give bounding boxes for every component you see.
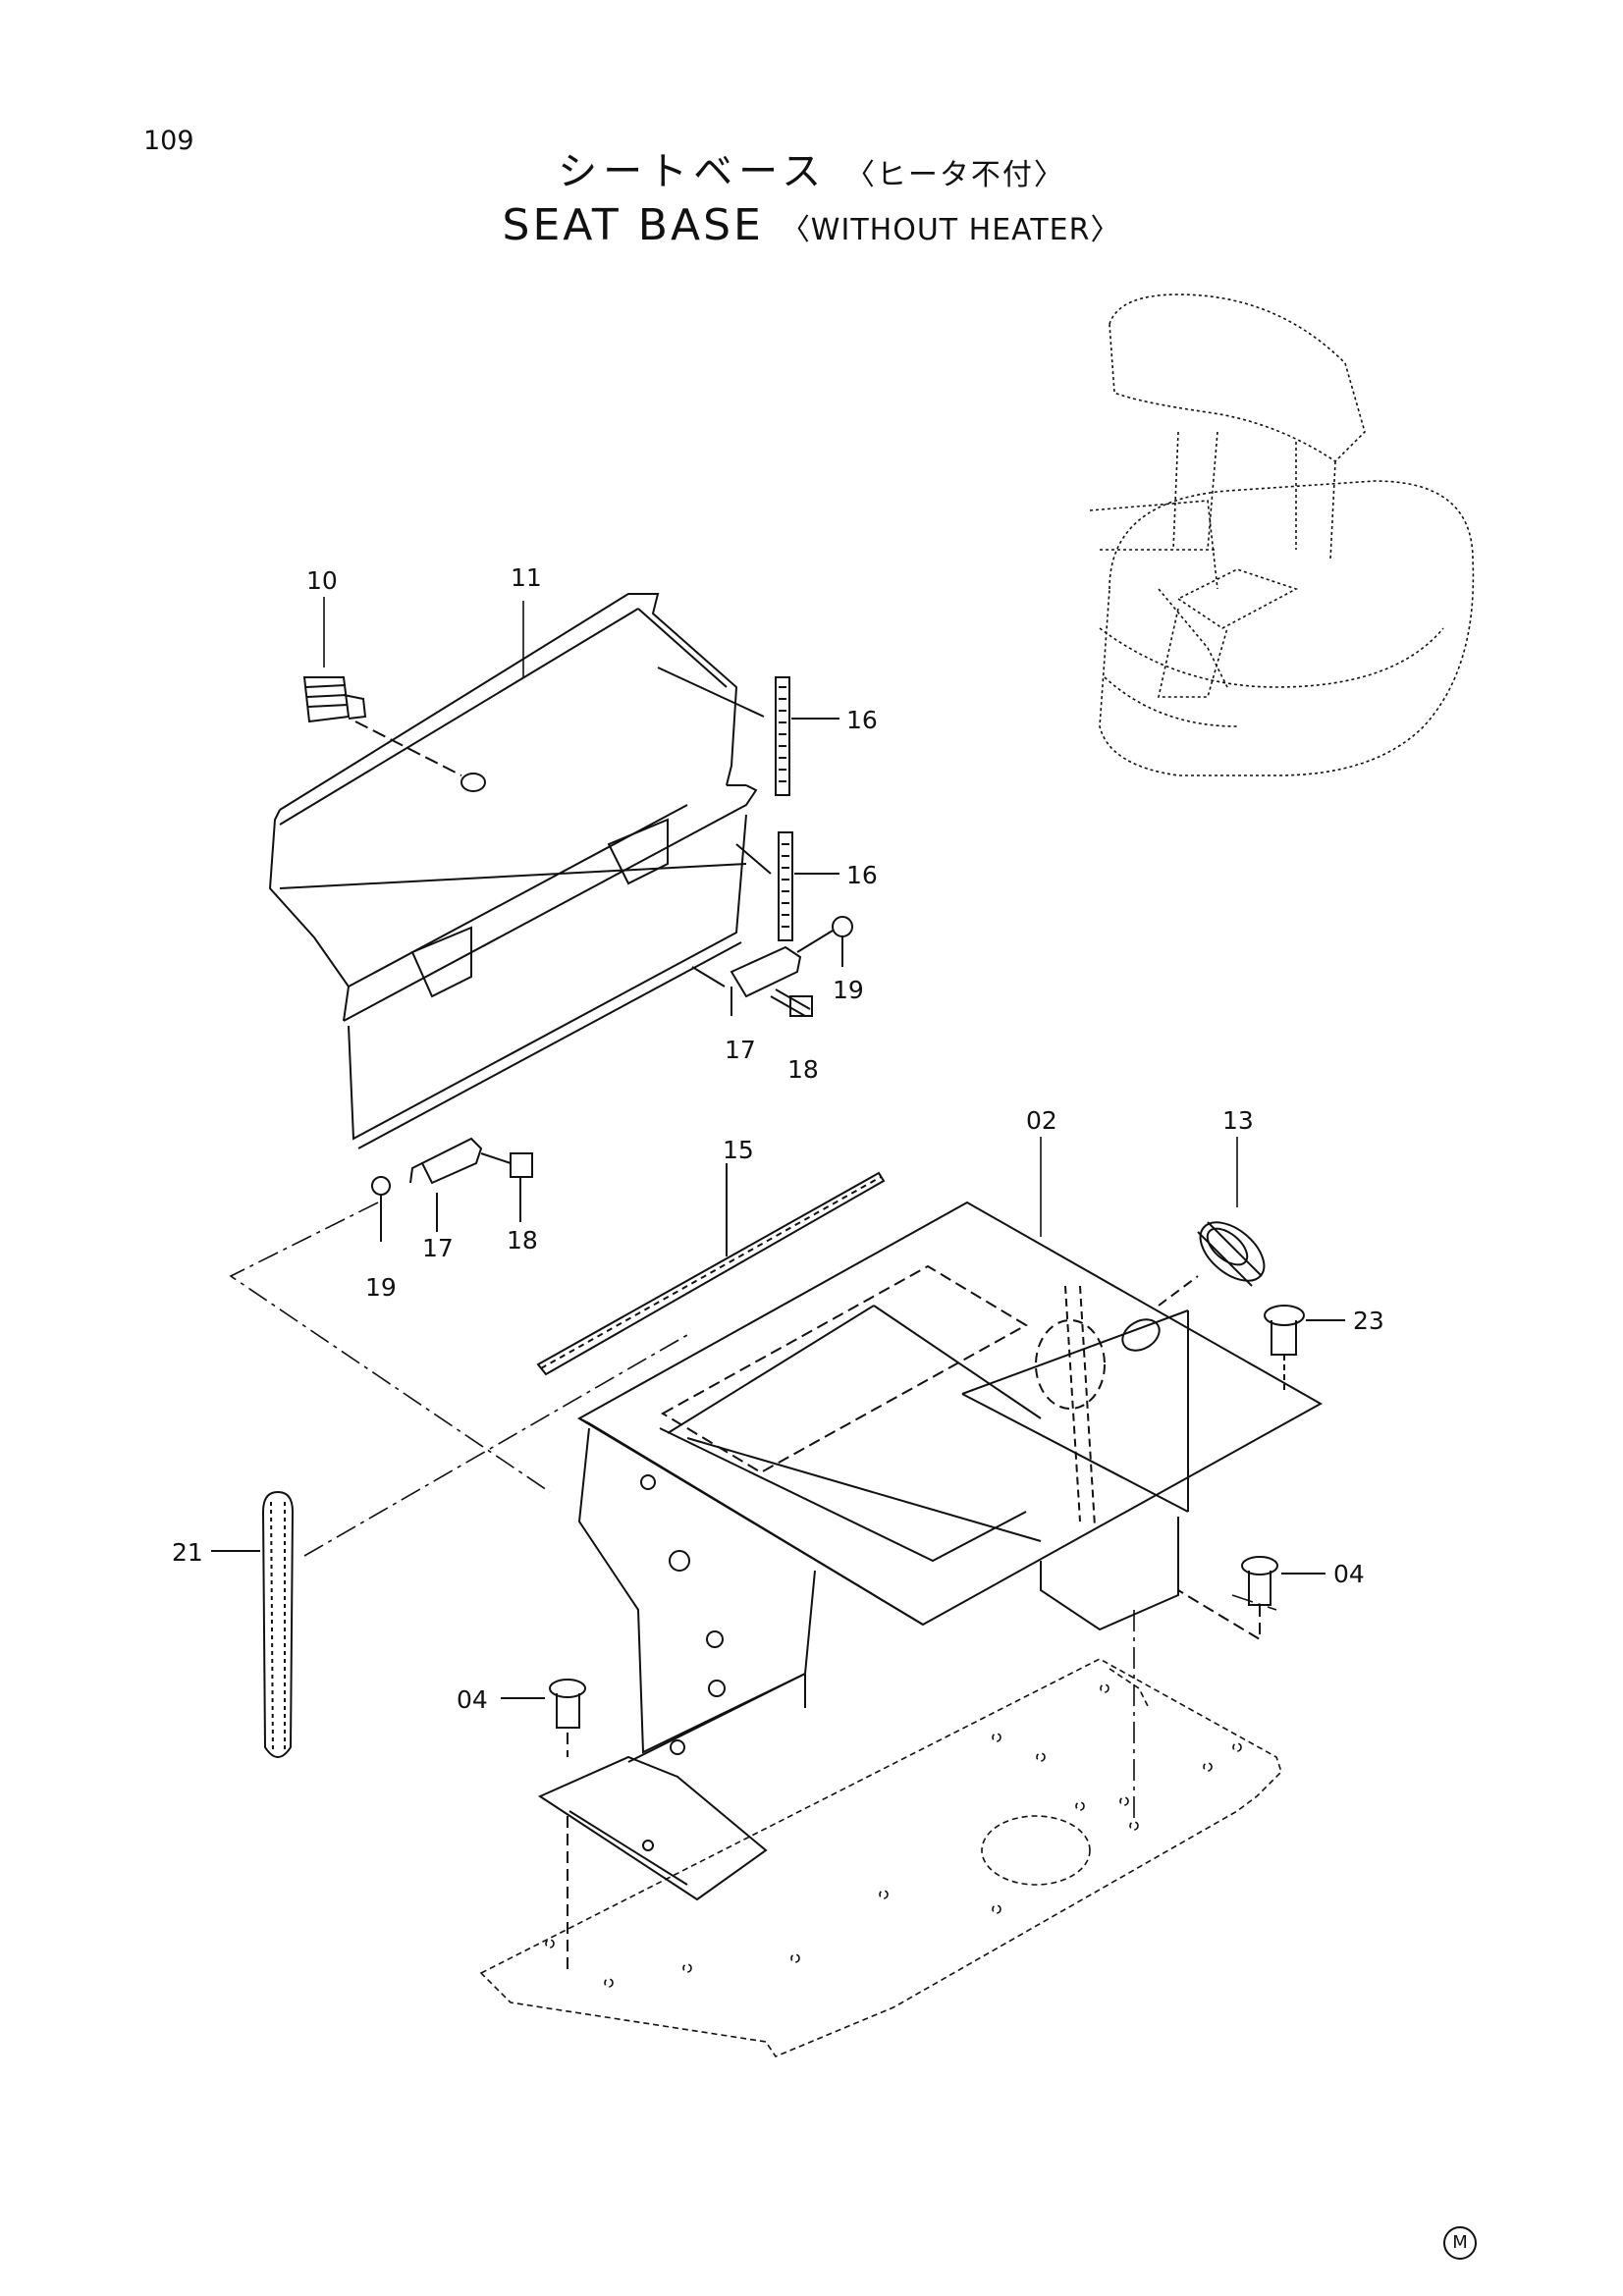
- callout-label: 17: [422, 1234, 454, 1262]
- seat-base-02: [537, 1201, 1324, 1901]
- hinge-bracket-17-right: [691, 945, 802, 1016]
- callout-label: 16: [846, 706, 878, 734]
- title-jp-sub: 〈ヒータ不付〉: [844, 158, 1065, 192]
- callout-label: 17: [725, 1036, 756, 1064]
- registered-mark-icon: M: [1443, 2226, 1477, 2260]
- floor-plate: [479, 1658, 1282, 2057]
- callout-leaders: [323, 597, 1238, 1237]
- callout-label: 19: [365, 1273, 397, 1302]
- title-en-main: SEAT BASE: [502, 200, 764, 250]
- title-jp-main: シートベース: [558, 149, 828, 194]
- leader-lines-dashed: [229, 1201, 1277, 1821]
- hinge-bracket-17-left: [409, 1137, 483, 1232]
- lock-knob-10: [302, 676, 462, 776]
- callout-label: 15: [723, 1136, 754, 1164]
- grommet-13: [1121, 1221, 1266, 1352]
- panel-cover-11: [268, 593, 758, 1149]
- title-japanese: シートベース 〈ヒータ不付〉: [0, 139, 1623, 196]
- bolt-18-left: [480, 1152, 533, 1222]
- callout-label: 19: [833, 976, 864, 1004]
- seal-strip-16b: [735, 831, 839, 941]
- bolt-04-right: [1177, 1556, 1325, 1641]
- callout-label: 18: [507, 1226, 538, 1255]
- bolt-04-left: [501, 1679, 586, 1973]
- pin-19-left: [371, 1176, 391, 1242]
- pin-19-right: [796, 916, 853, 967]
- bolt-18-right: [770, 988, 813, 1017]
- title-en-sub: 〈WITHOUT HEATER〉: [780, 213, 1121, 247]
- callout-label: 11: [511, 563, 542, 592]
- callout-label: 21: [172, 1538, 203, 1567]
- bolt-23: [1264, 1305, 1345, 1394]
- callout-label: 10: [306, 566, 338, 595]
- callout-label: 16: [846, 861, 878, 889]
- machine-overview-drawing: [1089, 294, 1475, 776]
- title-english: SEAT BASE 〈WITHOUT HEATER〉: [0, 200, 1623, 250]
- callout-labels: 10 11 16 16 19 17 18 15 02 13 23 17 18 1…: [172, 563, 1384, 1714]
- seal-strip-16a: [657, 667, 839, 796]
- callout-label: 04: [1333, 1560, 1365, 1588]
- trim-tube-21: [211, 1490, 295, 1758]
- callout-label: 18: [787, 1055, 819, 1084]
- page-number: 109: [143, 126, 194, 156]
- callout-label: 23: [1353, 1307, 1384, 1335]
- callout-label: 13: [1222, 1106, 1254, 1135]
- callout-label: 04: [457, 1685, 488, 1714]
- seal-strip-15: [536, 1163, 886, 1376]
- callout-label: 02: [1026, 1106, 1057, 1135]
